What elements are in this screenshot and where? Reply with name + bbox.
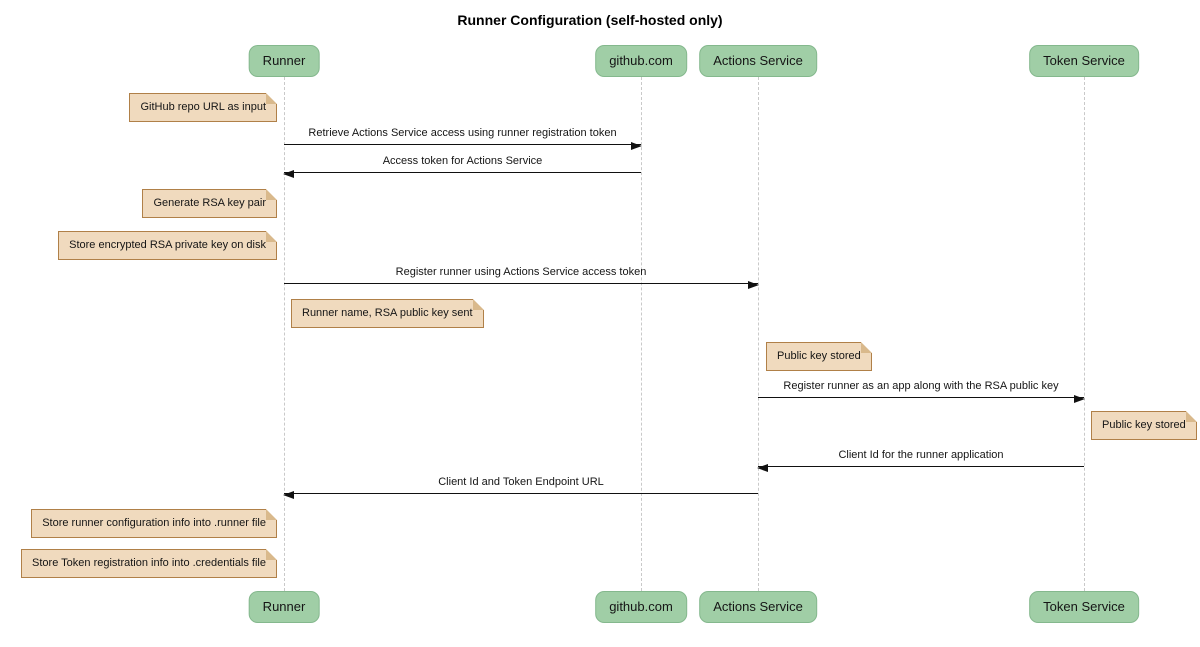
note-generate-rsa: Generate RSA key pair [142, 189, 277, 218]
message-client-id-endpoint: Client Id and Token Endpoint URL [283, 476, 758, 499]
lifeline-github [641, 77, 642, 591]
arrowhead-right-icon [748, 280, 759, 289]
message-register-runner: Register runner using Actions Service ac… [284, 266, 759, 289]
participant-actions-service-top: Actions Service [699, 45, 817, 77]
note-store-credentials-file: Store Token registration info into .cred… [21, 549, 277, 578]
note-runner-name-sent: Runner name, RSA public key sent [291, 299, 484, 328]
message-client-id: Client Id for the runner application [757, 449, 1084, 472]
participant-github-top: github.com [595, 45, 687, 77]
diagram-title: Runner Configuration (self-hosted only) [457, 12, 723, 28]
participant-actions-service-bottom: Actions Service [699, 591, 817, 623]
participant-runner-top: Runner [248, 45, 320, 77]
message-register-app: Register runner as an app along with the… [758, 380, 1085, 403]
message-access-token: Access token for Actions Service [283, 155, 641, 178]
arrow-line [284, 141, 642, 150]
participant-token-service-top: Token Service [1029, 45, 1139, 77]
message-label: Client Id and Token Endpoint URL [438, 476, 604, 488]
message-retrieve-actions-access: Retrieve Actions Service access using ru… [284, 127, 642, 150]
lifeline-actions-service [758, 77, 759, 591]
message-label: Register runner as an app along with the… [783, 380, 1059, 392]
lifeline-token-service [1084, 77, 1085, 591]
note-public-key-stored-actions: Public key stored [766, 342, 872, 371]
note-store-runner-file: Store runner configuration info into .ru… [31, 509, 277, 538]
arrowhead-right-icon [1074, 394, 1085, 403]
participant-github-bottom: github.com [595, 591, 687, 623]
message-label: Access token for Actions Service [382, 155, 543, 167]
arrowhead-left-icon [757, 463, 768, 472]
arrow-line [757, 463, 1084, 472]
arrow-line [284, 280, 759, 289]
note-store-private-key: Store encrypted RSA private key on disk [58, 231, 277, 260]
arrow-line [283, 169, 641, 178]
participant-runner-bottom: Runner [248, 591, 320, 623]
arrow-line [283, 490, 758, 499]
arrowhead-left-icon [283, 169, 294, 178]
message-label: Client Id for the runner application [838, 449, 1004, 461]
note-public-key-stored-token: Public key stored [1091, 411, 1197, 440]
message-label: Retrieve Actions Service access using ru… [308, 127, 617, 139]
arrowhead-left-icon [283, 490, 294, 499]
participant-token-service-bottom: Token Service [1029, 591, 1139, 623]
message-label: Register runner using Actions Service ac… [395, 266, 647, 278]
note-github-repo-url: GitHub repo URL as input [129, 93, 277, 122]
lifeline-runner [284, 77, 285, 591]
arrowhead-right-icon [631, 141, 642, 150]
arrow-line [758, 394, 1085, 403]
